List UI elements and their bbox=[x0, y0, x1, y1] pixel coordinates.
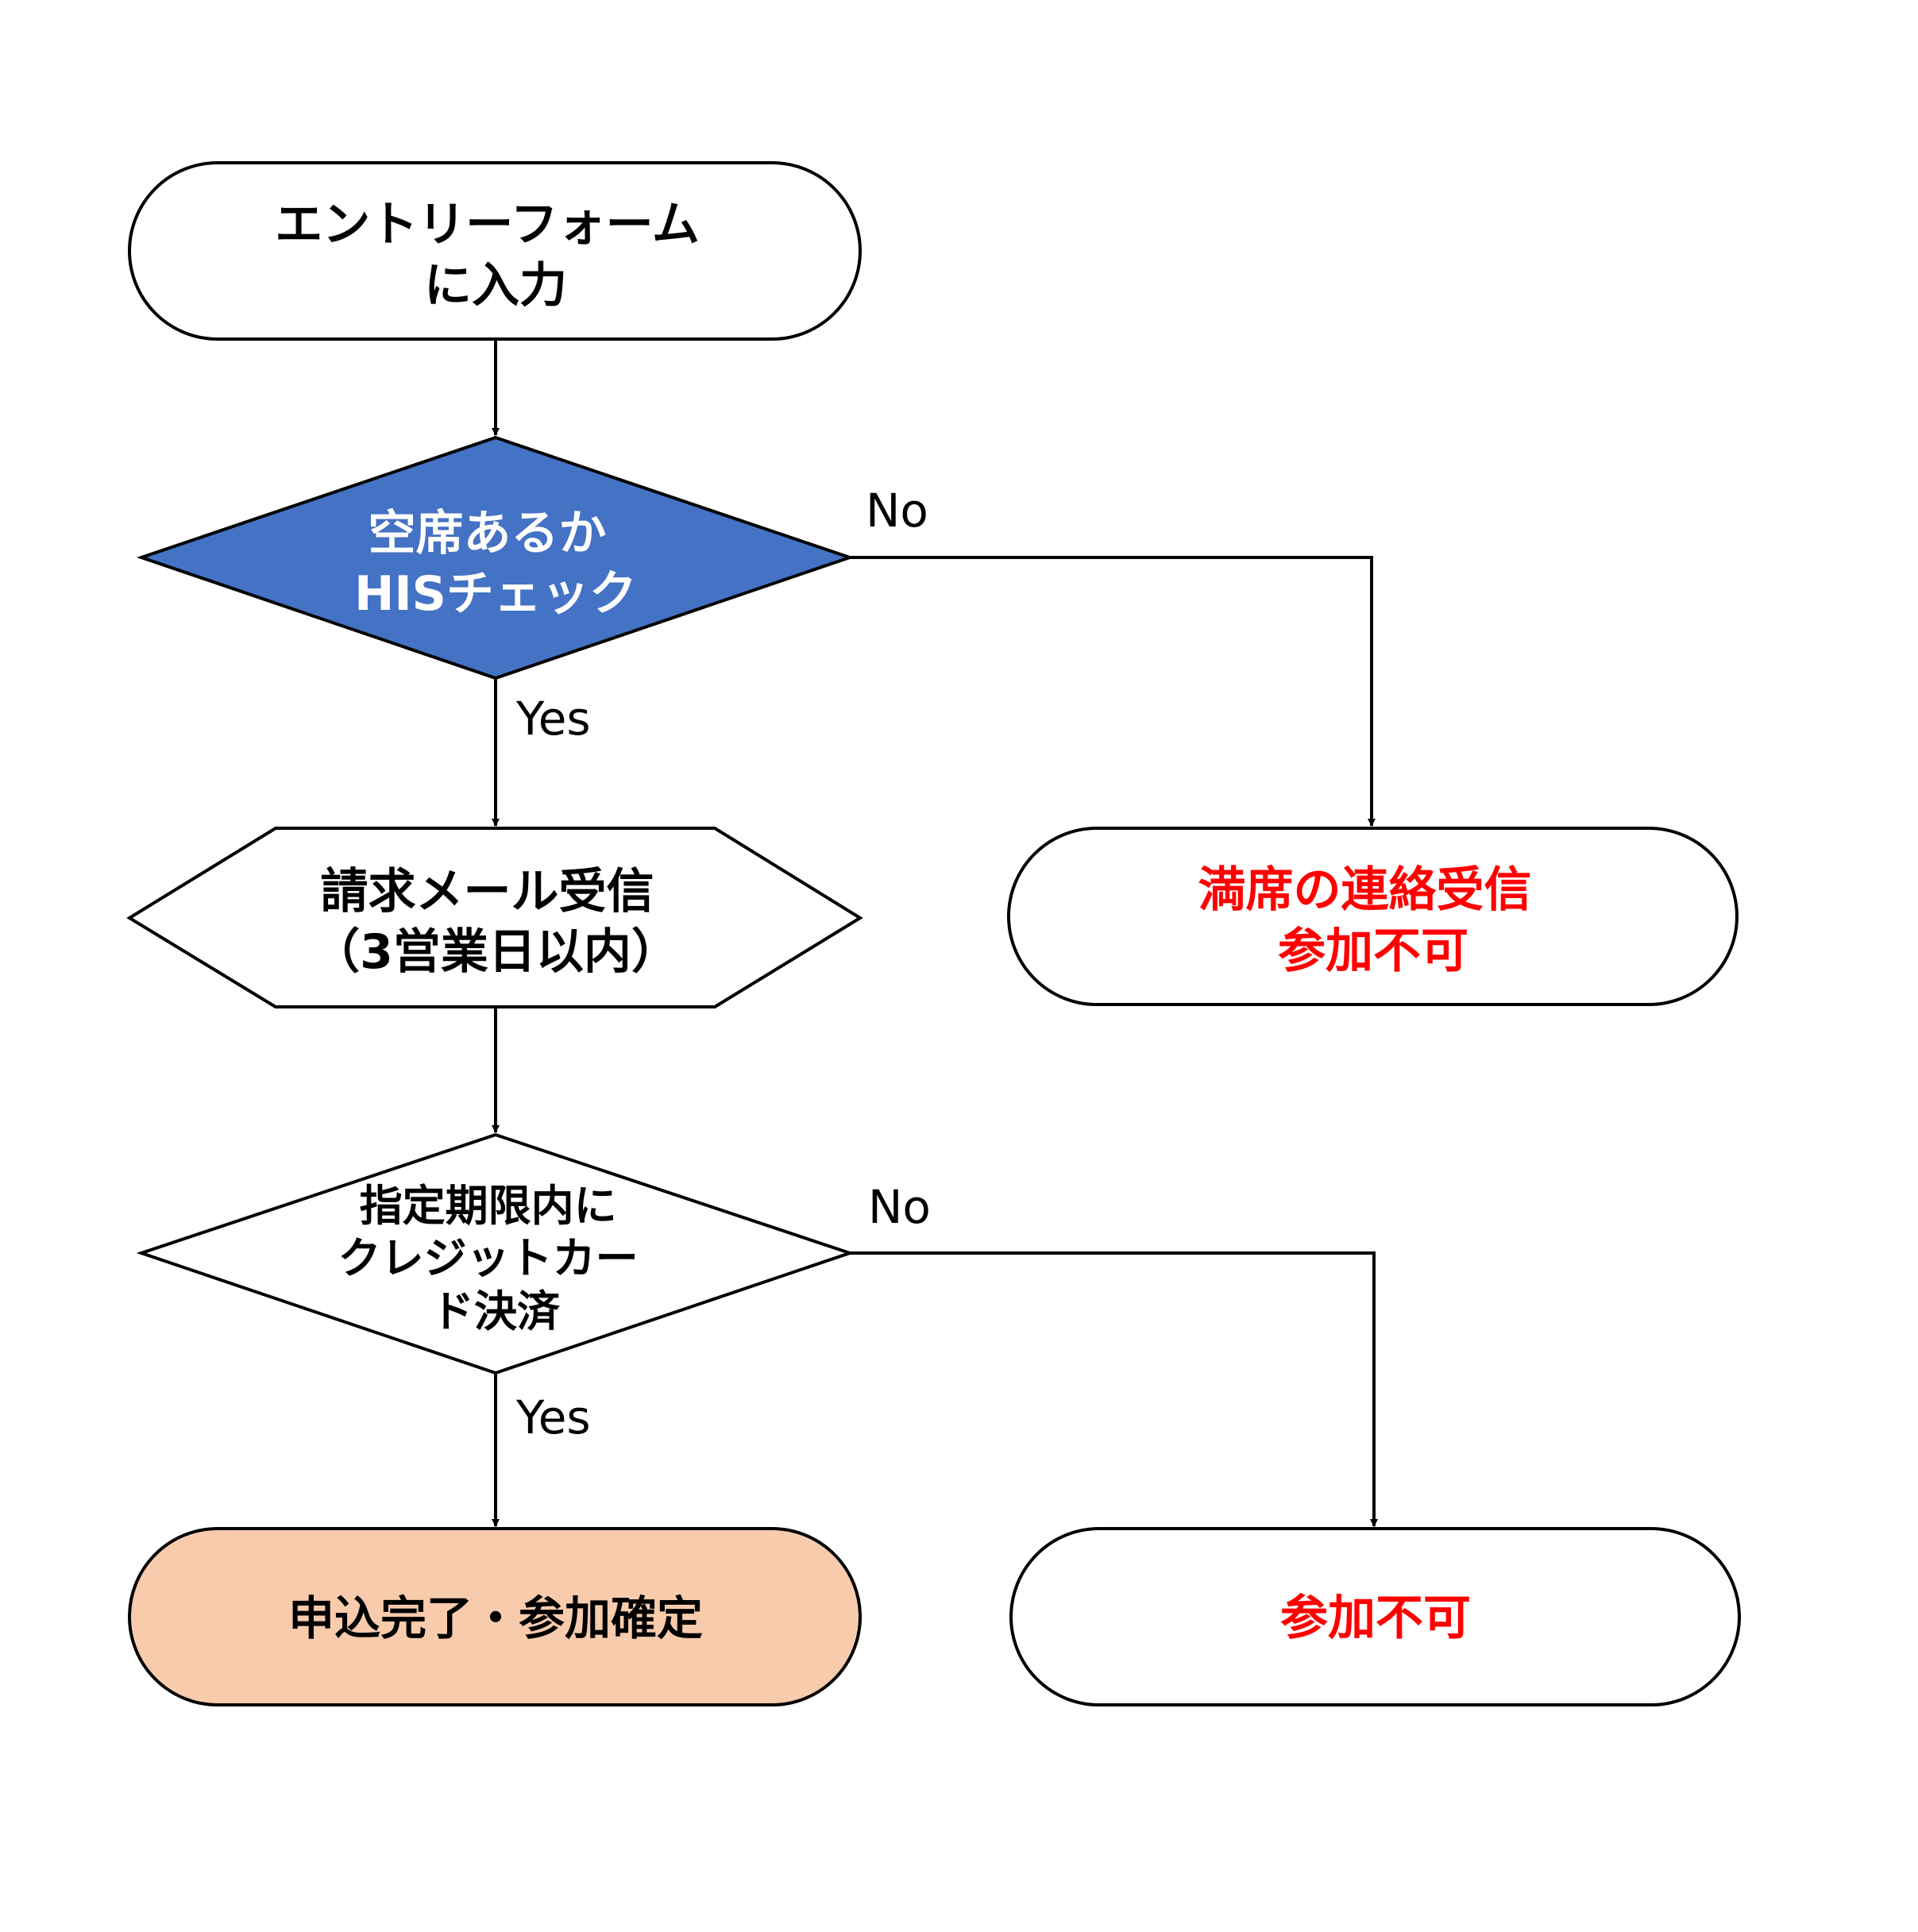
edge-check-no-to-full bbox=[850, 556, 1376, 827]
not-allowed-label: 参加不可 bbox=[1280, 1591, 1471, 1646]
edge-label-seat-no: No bbox=[866, 484, 928, 538]
not-allowed-line-1: 参加不可 bbox=[1280, 1591, 1471, 1646]
card-payment-line-3: ド決済 bbox=[431, 1286, 561, 1336]
billing-mail-line-1: 請求メール受信 bbox=[321, 864, 654, 920]
full-notice-label: 満席の連絡受信 参加不可 bbox=[1198, 862, 1549, 979]
node-seat-check bbox=[136, 435, 855, 681]
complete-line-1: 申込完了・参加確定 bbox=[288, 1591, 703, 1645]
billing-mail-line-2: （3営業日以内） bbox=[312, 924, 679, 980]
edge-label-payment-no: No bbox=[868, 1180, 931, 1234]
node-full-notice bbox=[1007, 827, 1739, 1006]
node-entry-form bbox=[128, 161, 862, 341]
edge-label-seat-yes: Yes bbox=[515, 692, 591, 746]
card-payment-line-1: 指定期限内に bbox=[360, 1181, 617, 1231]
entry-form-label: エントリーフォーム に入力 bbox=[275, 197, 716, 314]
node-billing-mail bbox=[126, 827, 863, 1008]
card-payment-line-2: クレジットカー bbox=[338, 1233, 639, 1283]
billing-mail-label: 請求メール受信 （3営業日以内） bbox=[312, 864, 679, 980]
node-not-allowed bbox=[1009, 1527, 1741, 1706]
complete-label: 申込完了・参加確定 bbox=[288, 1591, 703, 1645]
edge-label-payment-yes: Yes bbox=[515, 1390, 591, 1444]
node-card-payment bbox=[136, 1132, 855, 1375]
connectors bbox=[492, 339, 1378, 1527]
node-complete bbox=[128, 1527, 862, 1706]
seat-check-line-2: HISチェック bbox=[354, 566, 637, 622]
edge-payment-no-to-not-allowed bbox=[850, 1251, 1378, 1527]
entry-form-line-2: に入力 bbox=[424, 258, 567, 314]
full-notice-line-1: 満席の連絡受信 bbox=[1198, 862, 1532, 918]
seat-check-label: 空席あるか HISチェック bbox=[354, 506, 637, 622]
card-payment-label: 指定期限内に クレジットカー ド決済 bbox=[338, 1181, 654, 1336]
seat-check-line-1: 空席あるか bbox=[369, 506, 607, 561]
entry-form-line-1: エントリーフォーム bbox=[275, 197, 700, 253]
full-notice-line-2: 参加不可 bbox=[1278, 924, 1468, 979]
